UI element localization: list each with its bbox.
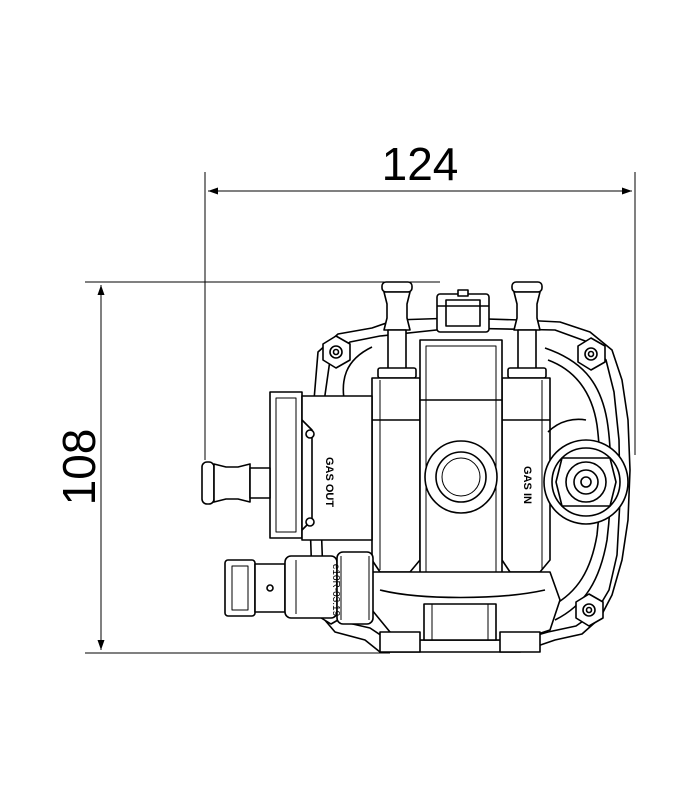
height-dimension [85, 281, 440, 654]
lower-body [371, 571, 561, 653]
gas-in-label: GAS IN [521, 466, 533, 504]
left-column [371, 377, 421, 573]
bolt-top-left [322, 335, 351, 369]
width-dimension [204, 172, 636, 460]
height-dimension-value: 108 [53, 429, 105, 506]
right-top-hose-barb [507, 281, 547, 379]
regulator-drawing [201, 281, 631, 653]
bolt-top-right [577, 337, 606, 371]
width-dimension-value: 124 [382, 138, 459, 190]
bolt-bottom-right [575, 593, 604, 627]
gas-out-label: GAS OUT [323, 457, 335, 507]
center-port-inner [435, 451, 487, 503]
approval-mark-label: e10R-03.19 [330, 564, 341, 617]
gas-out-flange [269, 391, 373, 541]
solenoid-connector [224, 551, 374, 625]
gas-in-fitting [543, 418, 629, 525]
left-top-hose-barb [377, 281, 417, 379]
gas-out-hose-barb [201, 461, 271, 505]
center-block [419, 339, 503, 581]
top-center-nut [436, 289, 490, 333]
